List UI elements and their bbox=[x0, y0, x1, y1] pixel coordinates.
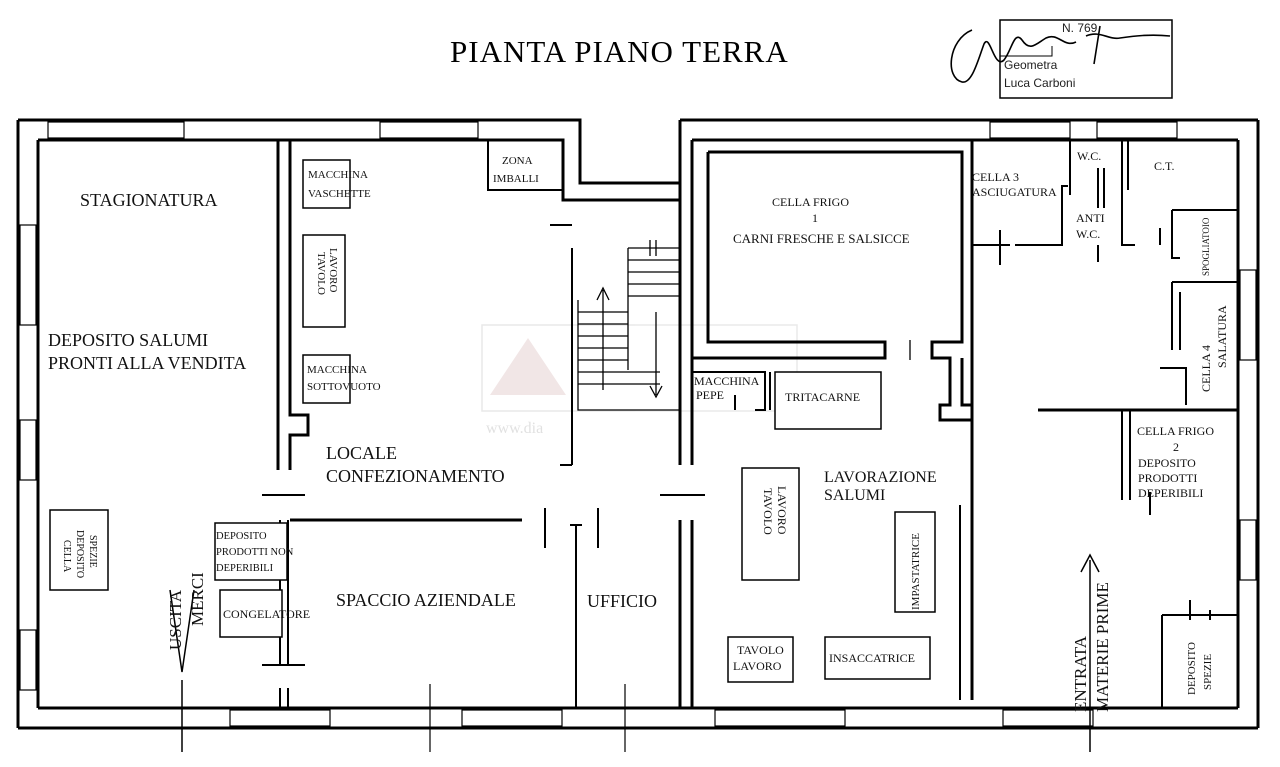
label-tavolo-small-1: TAVOLO bbox=[737, 643, 784, 657]
label-spaccio-aziendale: SPACCIO AZIENDALE bbox=[336, 590, 516, 610]
label-deposito-salumi-1: DEPOSITO SALUMI bbox=[48, 330, 208, 350]
label-wc: W.C. bbox=[1077, 149, 1101, 163]
label-deposito-nd-2: PRODOTTI NON bbox=[216, 547, 294, 558]
label-zona-imballi-2: IMBALLI bbox=[493, 173, 539, 185]
tavolo-lavoro-small-box bbox=[727, 636, 794, 683]
label-macchina-pepe-2: PEPE bbox=[696, 388, 724, 402]
interior-walls bbox=[262, 140, 1238, 708]
label-cella-frigo-2-c: DEPOSITO bbox=[1138, 456, 1196, 470]
label-cella-frigo-1-c: CARNI FRESCHE E SALSICCE bbox=[733, 231, 910, 246]
windows bbox=[19, 121, 1257, 727]
stamp-name: Luca Carboni bbox=[1004, 76, 1075, 90]
label-cella-spezie-1: CELLA bbox=[61, 540, 72, 573]
label-ufficio: UFFICIO bbox=[587, 591, 657, 611]
label-macchina-pepe-1: MACCHINA bbox=[694, 374, 760, 388]
label-cella-frigo-1-b: 1 bbox=[812, 211, 818, 225]
label-stagionatura: STAGIONATURA bbox=[80, 190, 218, 210]
label-macchina-sottovuoto-1: MACCHINA bbox=[307, 364, 367, 376]
label-anti-2: W.C. bbox=[1076, 227, 1100, 241]
label-anti-1: ANTI bbox=[1076, 211, 1105, 225]
label-deposito-nd-3: DEPERIBILI bbox=[216, 563, 274, 574]
label-deposito-salumi-2: PRONTI ALLA VENDITA bbox=[48, 353, 246, 373]
label-macchina-vaschette-1: MACCHINA bbox=[308, 169, 368, 181]
label-tavolo-lavoro-left-2: LAVORO bbox=[327, 248, 339, 292]
tavolo-lavoro-left-box bbox=[302, 234, 346, 328]
label-cella-frigo-2-d: PRODOTTI bbox=[1138, 471, 1197, 485]
label-deposito-spezie-r-1: DEPOSITO bbox=[1186, 642, 1198, 695]
label-cella-4-a: CELLA 4 bbox=[1199, 345, 1213, 392]
label-cella-frigo-2-a: CELLA FRIGO bbox=[1137, 424, 1214, 438]
label-deposito-nd-1: DEPOSITO bbox=[216, 531, 267, 542]
deposito-non-deperibili-box bbox=[214, 522, 288, 581]
label-spogliatoio: SPOGLIATOIO bbox=[1201, 217, 1211, 276]
label-cella-3-b: ASCIUGATURA bbox=[972, 185, 1057, 199]
label-cella-spezie-3: SPEZIE bbox=[87, 535, 98, 568]
insaccatrice-box bbox=[824, 636, 931, 680]
label-tavolo-center-1: TAVOLO bbox=[761, 488, 775, 535]
label-deposito-spezie-r-2: SPEZIE bbox=[1202, 654, 1214, 690]
label-entrata: ENTRATA bbox=[1071, 635, 1090, 712]
label-macchina-sottovuoto-2: SOTTOVUOTO bbox=[307, 381, 381, 393]
watermark: www.dia bbox=[481, 324, 798, 437]
label-lavorazione: LAVORAZIONE bbox=[824, 469, 937, 486]
label-tavolo-small-2: LAVORO bbox=[733, 659, 782, 673]
label-zona-imballi-1: ZONA bbox=[502, 155, 533, 167]
label-ct: C.T. bbox=[1154, 159, 1174, 173]
equipment bbox=[49, 159, 936, 683]
macchina-sottovuoto-box bbox=[302, 354, 351, 404]
label-salumi: SALUMI bbox=[824, 487, 885, 504]
label-materie-prime: MATERIE PRIME bbox=[1093, 582, 1112, 712]
plan-title: PIANTA PIANO TERRA bbox=[450, 34, 789, 69]
label-merci: MERCI bbox=[188, 572, 207, 626]
cella-deposito-spezie-box bbox=[49, 509, 109, 591]
signature bbox=[950, 25, 1171, 83]
impastatrice-box bbox=[894, 511, 936, 613]
macchina-vaschette-box bbox=[302, 159, 351, 209]
entry-markers bbox=[169, 553, 1100, 752]
label-cella-spezie-2: DEPOSITO bbox=[74, 530, 85, 578]
label-impastatrice: IMPASTATRICE bbox=[910, 533, 922, 610]
tavolo-lavoro-center-box bbox=[741, 467, 800, 581]
outer-walls bbox=[16, 118, 1260, 730]
label-confezionamento: CONFEZIONAMENTO bbox=[326, 466, 505, 486]
congelatore-box bbox=[219, 589, 283, 638]
stamp-profession: Geometra bbox=[1004, 58, 1058, 72]
label-tavolo-center-2: LAVORO bbox=[775, 486, 789, 535]
room-labels: STAGIONATURA DEPOSITO SALUMI PRONTI ALLA… bbox=[48, 149, 1229, 712]
label-macchina-vaschette-2: VASCHETTE bbox=[308, 188, 371, 200]
surveyor-stamp: N. 769 Geometra Luca Carboni bbox=[950, 19, 1173, 99]
label-cella-3-a: CELLA 3 bbox=[972, 170, 1019, 184]
stamp-number: N. 769 bbox=[1062, 21, 1098, 35]
label-uscita: USCITA bbox=[166, 589, 185, 650]
label-cella-4-b: SALATURA bbox=[1215, 305, 1229, 368]
label-insaccatrice: INSACCATRICE bbox=[829, 651, 915, 665]
label-cella-frigo-1-a: CELLA FRIGO bbox=[772, 195, 849, 209]
label-tritacarne: TRITACARNE bbox=[785, 390, 860, 404]
tritacarne-box bbox=[774, 371, 882, 430]
watermark-text: www.dia bbox=[486, 420, 543, 437]
label-cella-frigo-2-e: DEPERIBILI bbox=[1138, 486, 1203, 500]
label-congelatore: CONGELATORE bbox=[223, 607, 310, 621]
label-tavolo-lavoro-left-1: TAVOLO bbox=[315, 252, 327, 295]
label-locale: LOCALE bbox=[326, 443, 397, 463]
label-cella-frigo-2-b: 2 bbox=[1173, 440, 1179, 454]
